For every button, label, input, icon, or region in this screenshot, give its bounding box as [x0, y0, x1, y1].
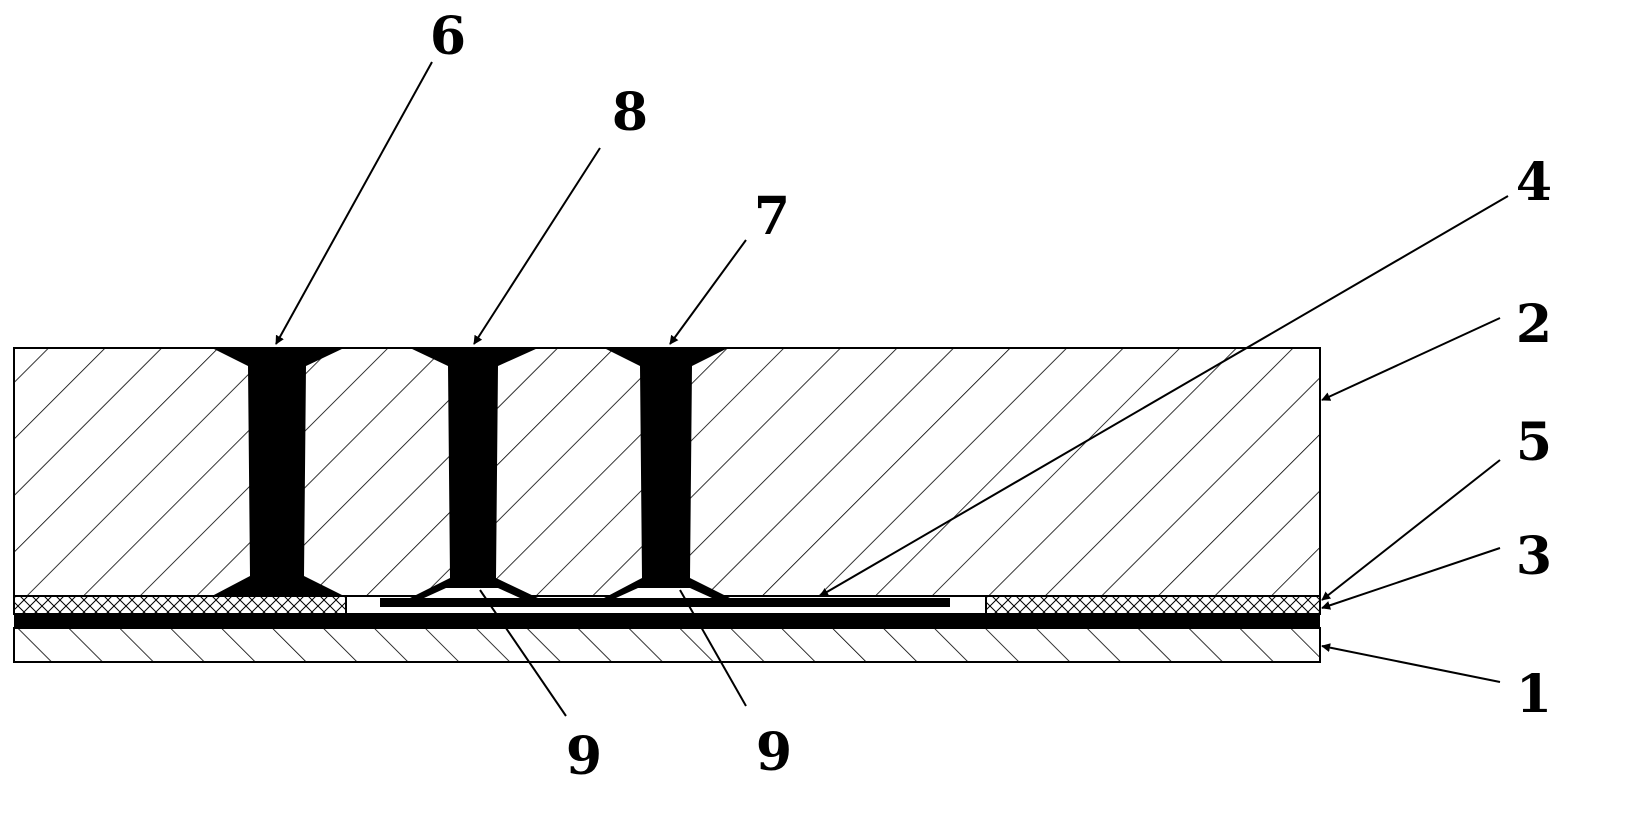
callout-label-4: 4: [1516, 152, 1552, 213]
element-4-trace: [380, 598, 950, 607]
callout-label-1: 1: [1516, 664, 1552, 725]
callout-label-6: 6: [430, 6, 466, 67]
element-9-region-left: [424, 588, 520, 598]
via-7: [604, 348, 730, 598]
leader-7: [669, 239, 747, 345]
callout-label-2: 2: [1516, 294, 1552, 355]
callout-label-5: 5: [1516, 412, 1552, 473]
leader-3: [1321, 547, 1501, 610]
leader-1: [1321, 643, 1501, 683]
leader-8: [473, 147, 601, 345]
leader-5: [1321, 459, 1501, 601]
leader-9b: [679, 589, 747, 707]
leader-4: [819, 195, 1509, 597]
callout-label-9b: 9: [756, 722, 792, 783]
via-6: [212, 348, 344, 596]
leader-2: [1321, 317, 1501, 401]
element-9-region-right: [616, 588, 712, 598]
leader-9a: [479, 589, 567, 717]
callout-label-8: 8: [612, 82, 648, 143]
callout-label-9a: 9: [566, 726, 602, 787]
callout-label-3: 3: [1516, 526, 1552, 587]
leader-6: [275, 61, 433, 345]
callout-label-7: 7: [754, 186, 790, 247]
layer-3-conductive-layer: [14, 614, 1320, 628]
via-8: [410, 348, 538, 598]
layer-1-substrate: [13, 627, 1321, 663]
